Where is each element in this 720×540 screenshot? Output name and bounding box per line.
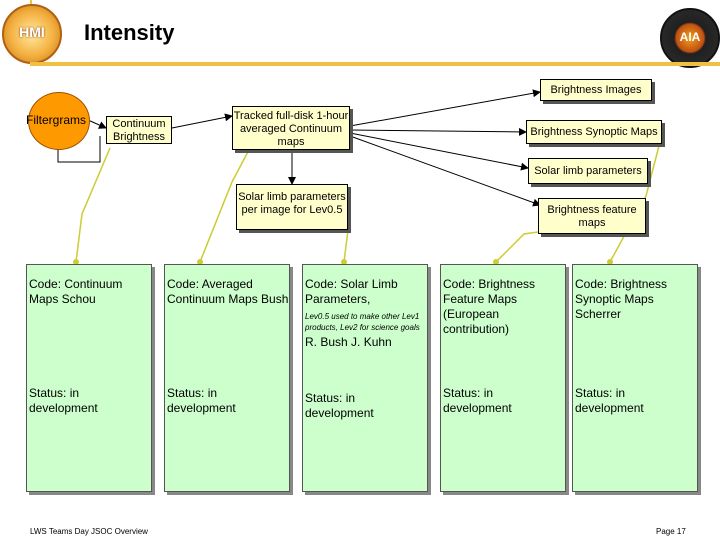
card-code: Code: Continuum Maps Schou <box>29 277 123 306</box>
card-code: Code: Brightness Feature Maps (European … <box>443 277 536 336</box>
page-title: Intensity <box>84 20 175 45</box>
aia-logo: AIA <box>660 8 720 68</box>
header-rule <box>30 62 720 66</box>
pointer-card-4 <box>495 231 539 263</box>
brightness-synoptic-maps-node: Brightness Synoptic Maps <box>526 120 662 144</box>
card-continuum-maps: Code: Continuum Maps Schou Status: in de… <box>26 264 152 492</box>
link-tracked-images <box>349 89 541 127</box>
filtergrams-label: Filtergrams <box>26 113 87 127</box>
solar-limb-parameters-node: Solar limb parameters <box>528 158 648 184</box>
card-status: Status: in development <box>443 386 512 415</box>
tracked-maps-node: Tracked full-disk 1-hour averaged Contin… <box>232 106 350 150</box>
card-note: Lev0.5 used to make other Lev1 products,… <box>305 312 420 332</box>
card-names: R. Bush J. Kuhn <box>305 335 392 349</box>
page-number: Page 17 <box>656 527 686 536</box>
card-brightness-synoptic-maps: Code: Brightness Synoptic Maps Scherrer … <box>572 264 698 492</box>
filtergrams-node <box>28 92 90 150</box>
pointer-card-1 <box>75 147 111 263</box>
hmi-logo-text: HMI <box>19 24 45 40</box>
brightness-feature-maps-node: Brightness feature maps <box>538 198 646 234</box>
hmi-logo: HMI <box>2 4 62 64</box>
continuum-brightness-node: Continuum Brightness <box>106 116 172 144</box>
card-solar-limb-parameters: Code: Solar Limb Parameters, Lev0.5 used… <box>302 264 428 492</box>
link-filtergrams-continuum <box>87 119 107 129</box>
brightness-images-node: Brightness Images <box>540 79 652 101</box>
pointer-card-2 <box>199 147 251 263</box>
pointer-card-5 <box>609 141 661 263</box>
pointer-card-3 <box>343 229 349 263</box>
card-brightness-feature-maps: Code: Brightness Feature Maps (European … <box>440 264 566 492</box>
aia-logo-text: AIA <box>679 30 701 44</box>
card-code: Code: Solar Limb Parameters, <box>305 277 398 306</box>
card-code: Code: Brightness Synoptic Maps Scherrer <box>575 277 668 321</box>
card-status: Status: in development <box>575 386 644 415</box>
link-tracked-limb <box>349 132 529 171</box>
link-filtergrams-loop <box>57 136 101 163</box>
solar-limb-per-image-node: Solar limb parameters per image for Lev0… <box>236 184 348 230</box>
card-averaged-continuum-maps: Code: Averaged Continuum Maps Bush Statu… <box>164 264 290 492</box>
card-status: Status: in development <box>167 386 236 415</box>
card-status: Status: in development <box>305 391 374 420</box>
footer-left-text: LWS Teams Day JSOC Overview <box>30 527 148 536</box>
card-status: Status: in development <box>29 386 98 415</box>
card-code: Code: Averaged Continuum Maps Bush <box>167 277 289 306</box>
link-tracked-synoptic <box>349 127 527 136</box>
link-continuum-tracked <box>171 113 233 129</box>
link-tracked-feature <box>349 135 541 207</box>
